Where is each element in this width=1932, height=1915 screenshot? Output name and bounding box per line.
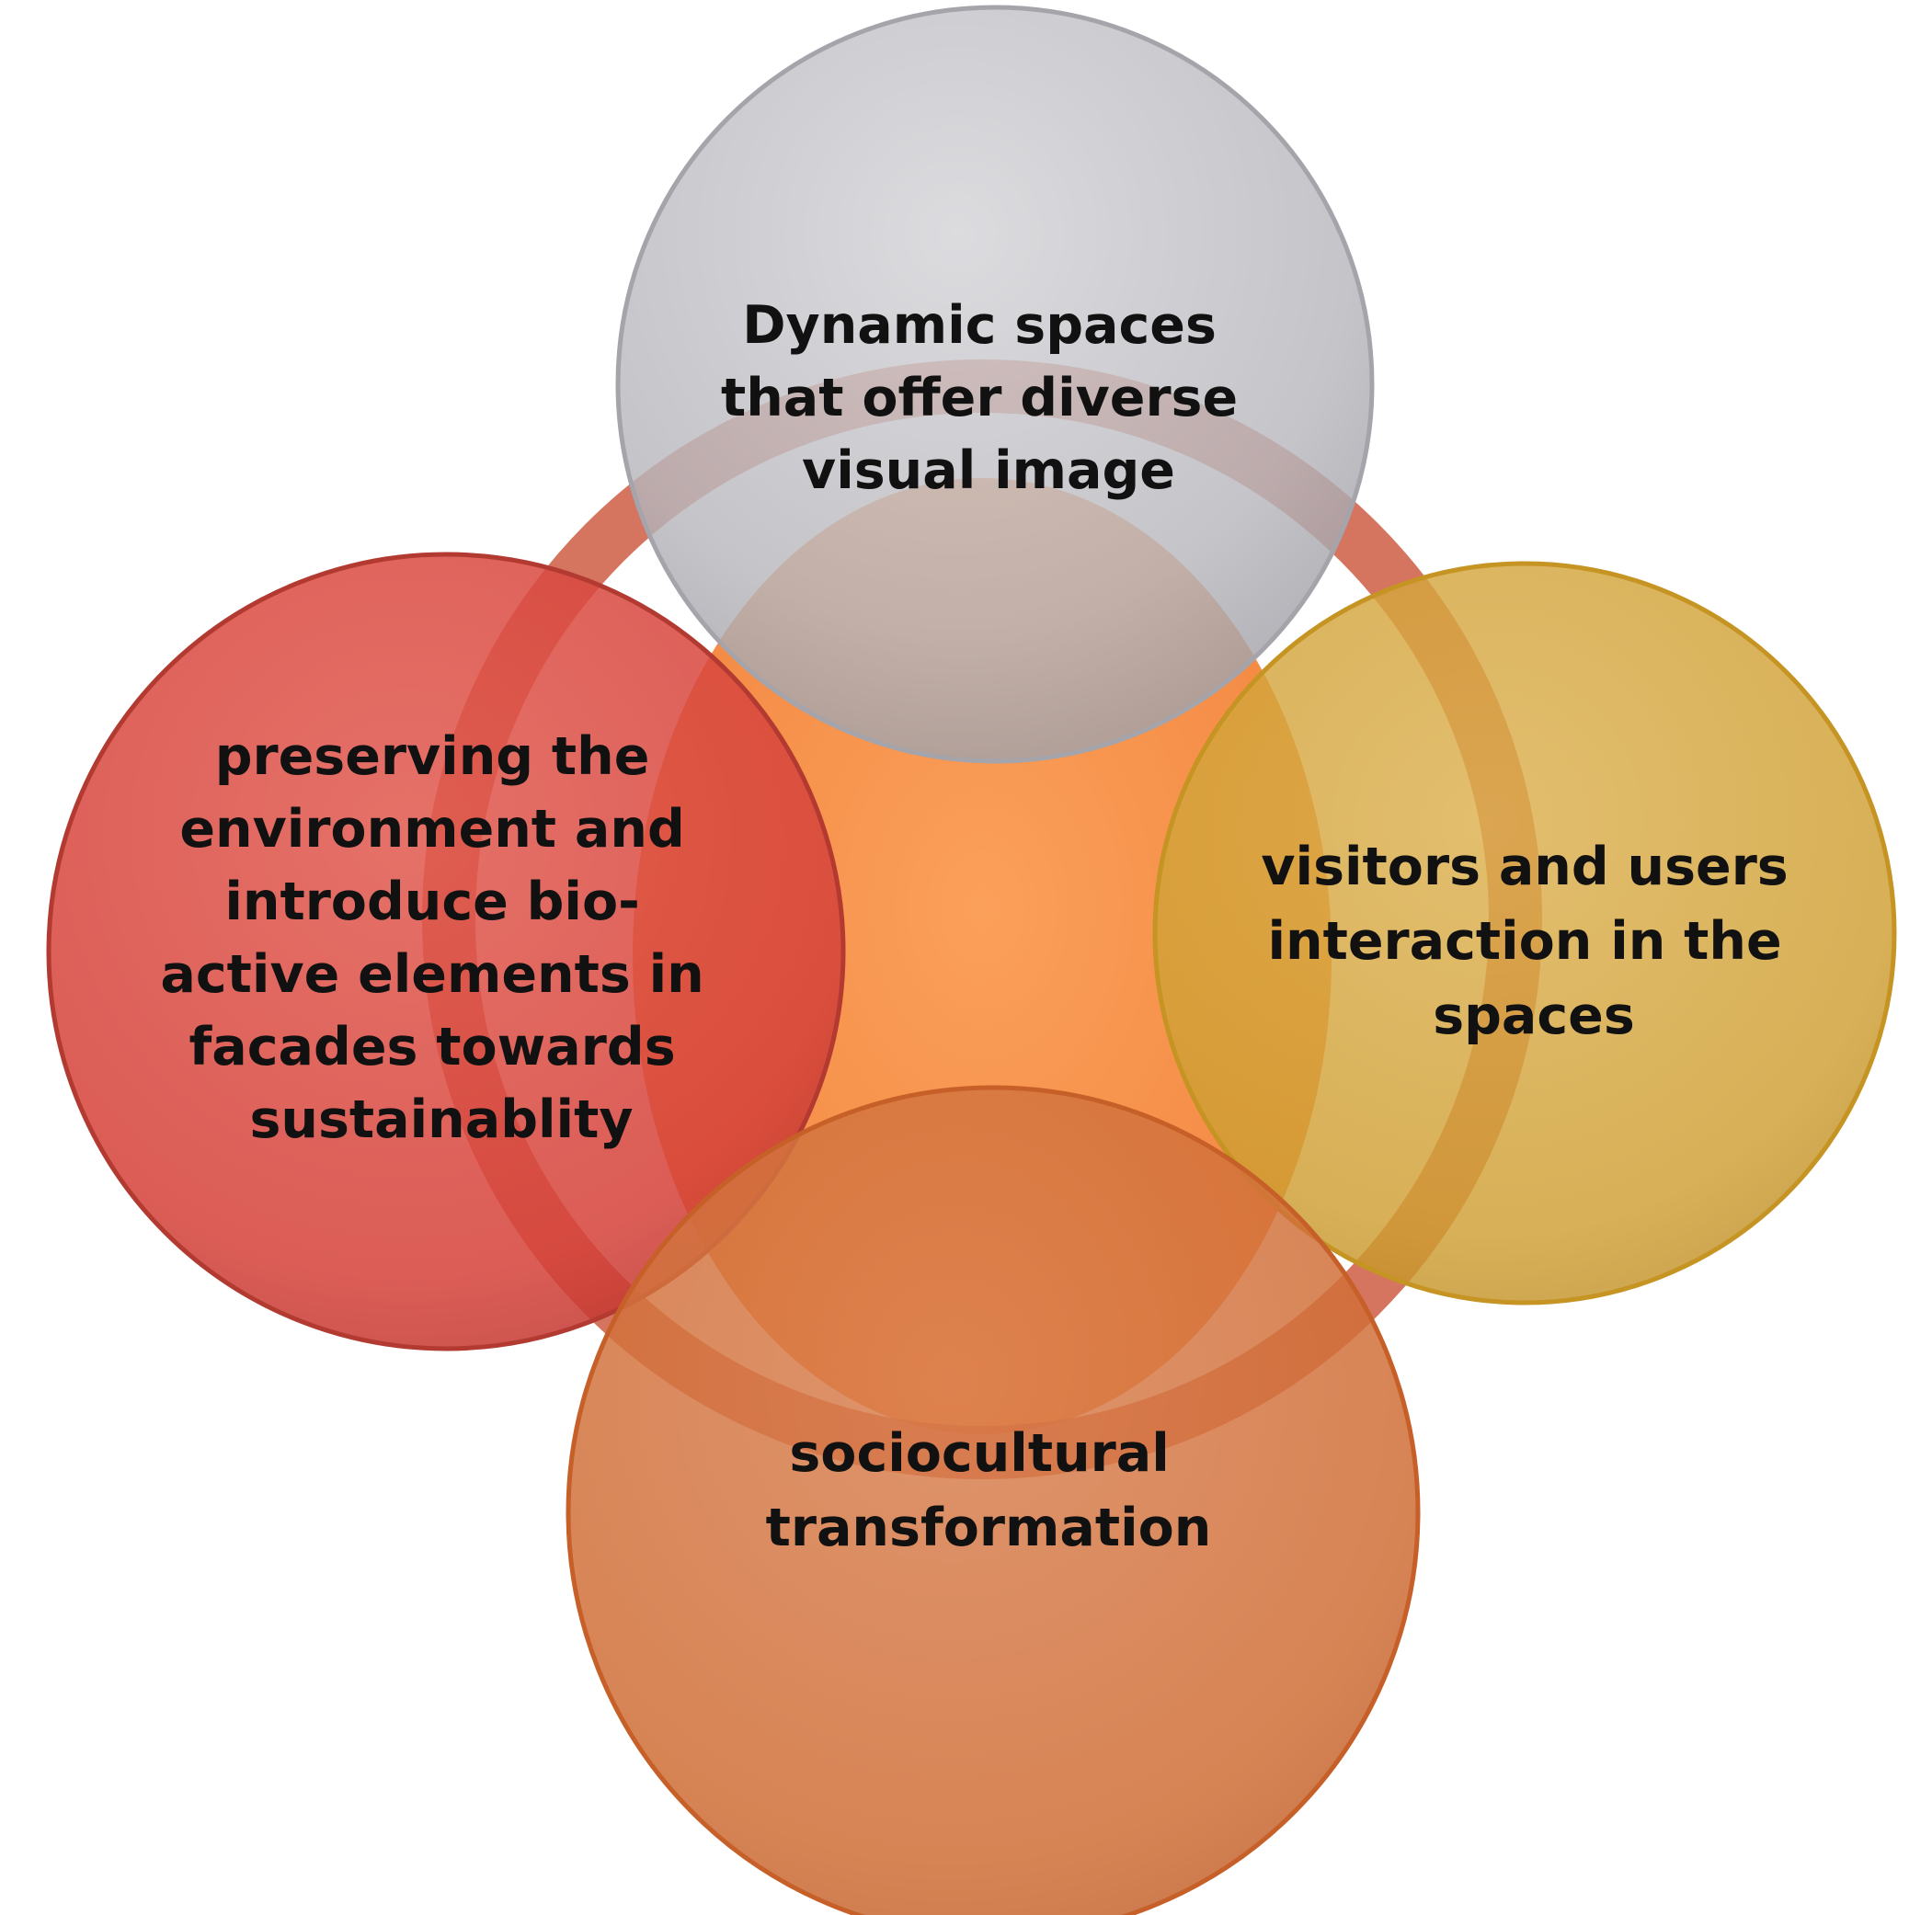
right-circle bbox=[1152, 561, 1897, 1305]
left-label-line: introduce bio- bbox=[224, 872, 639, 932]
bottom-label-line: sociocultural bbox=[789, 1423, 1169, 1484]
bottom-node-label: sociocultural transformation bbox=[766, 1423, 1212, 1558]
left-node-label: preserving the environment and introduce… bbox=[160, 726, 722, 1150]
right-label-line: spaces bbox=[1433, 986, 1635, 1046]
top-label-line: visual image bbox=[802, 440, 1175, 501]
right-node-label: visitors and users interaction in the sp… bbox=[1261, 837, 1806, 1046]
left-label-line: sustainablity bbox=[249, 1089, 633, 1150]
top-label-line: that offer diverse bbox=[721, 368, 1238, 428]
top-circle bbox=[615, 5, 1375, 764]
left-label-line: facades towards bbox=[189, 1017, 676, 1077]
bottom-label-line: transformation bbox=[766, 1498, 1212, 1558]
top-node-label: Dynamic spaces that offer diverse visual… bbox=[721, 295, 1256, 501]
left-label-line: preserving the bbox=[215, 726, 650, 787]
left-circle bbox=[46, 552, 846, 1351]
top-label-line: Dynamic spaces bbox=[742, 295, 1217, 356]
bottom-circle bbox=[566, 1085, 1421, 1915]
left-label-line: active elements in bbox=[160, 944, 703, 1005]
left-label-line: environment and bbox=[179, 799, 684, 860]
right-label-line: interaction in the bbox=[1267, 911, 1781, 972]
right-label-line: visitors and users bbox=[1261, 837, 1788, 897]
